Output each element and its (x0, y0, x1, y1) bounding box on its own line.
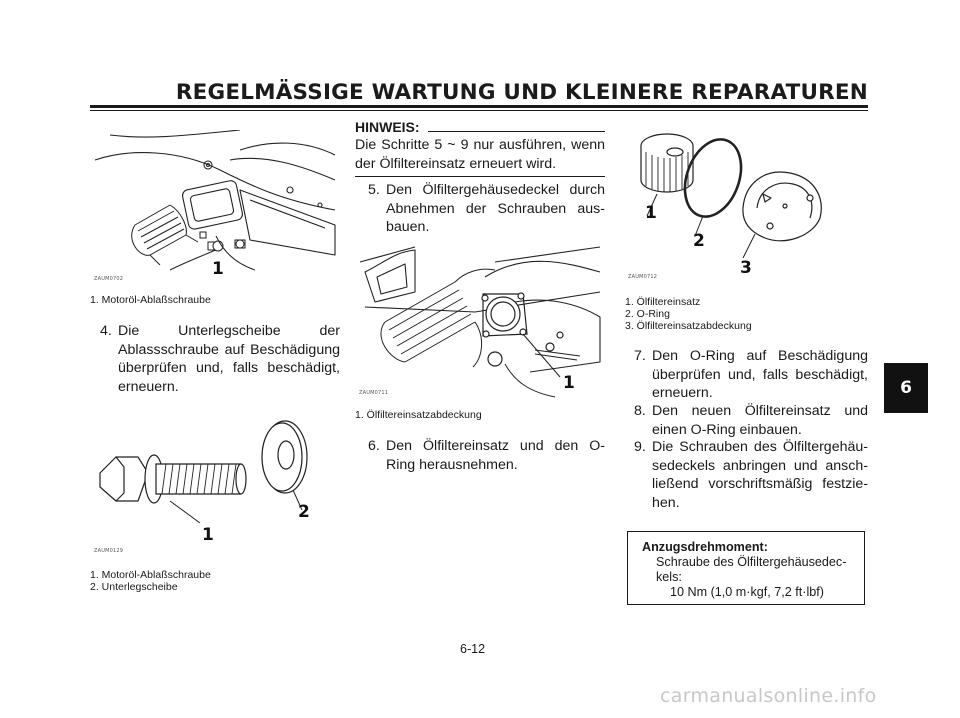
figure-drain-bolt-washer: ZAUM0129 1 2 (90, 405, 340, 555)
step-number: 6. (368, 438, 380, 454)
step-text: Den Ölfiltereinsatz und den O-Ring herau… (386, 438, 605, 473)
watermark-text: carmanualsonline.info (660, 685, 877, 707)
step-number: 7. (634, 348, 646, 364)
caption-drain-bolt-2: 1. Motoröl-Ablaßschraube (90, 569, 211, 581)
step-number: 5. (368, 182, 380, 198)
step-text: Den O-Ring auf Beschädigung überprüfen u… (652, 348, 868, 401)
step-text: Die Schrauben des Ölfiltergehäu­sedeckel… (652, 439, 868, 511)
caption-filter-element: 1. Ölfiltereinsatz (625, 296, 701, 308)
step-6: 6. Den Ölfiltereinsatz und den O-Ring he… (368, 437, 605, 474)
callout-3: 3 (740, 258, 752, 278)
step-number: 9. (634, 439, 646, 455)
step-text: Die Unterlegscheibe der Ablassschraube a… (118, 323, 340, 395)
callout-1: 1 (212, 259, 224, 279)
note-text: Die Schritte 5 ~ 9 nur ausführen, wenn d… (355, 137, 605, 172)
figure-drain-bolt-location: ZAUM0702 1 (90, 130, 340, 285)
figure-code: ZAUM0702 (94, 276, 124, 282)
caption-drain-bolt: 1. Motoröl-Ablaßschraube (90, 294, 211, 306)
bolt-and-washer-illustration (99, 420, 308, 524)
engine-drain-bolt-illustration (94, 130, 336, 271)
caption-washer: 2. Unterlegscheibe (90, 581, 178, 593)
page-number: 6-12 (460, 642, 486, 656)
figure-code: ZAUM0712 (628, 274, 658, 280)
callout-1: 1 (563, 373, 575, 393)
note-end-rule (355, 176, 605, 177)
torque-value: 10 Nm (1,0 m·kgf, 7,2 ft·lbf) (670, 585, 824, 599)
filter-oring-cover-illustration (640, 133, 822, 259)
step-5: 5. Den Ölfiltergehäusedeckel durch Abneh… (368, 181, 605, 237)
callout-2: 2 (298, 502, 310, 522)
header-rule-thick (90, 105, 868, 108)
caption-o-ring: 2. O-Ring (625, 308, 670, 320)
torque-spec-box: Anzugsdrehmoment: Schraube des Ölfilterg… (627, 531, 865, 605)
figure-code: ZAUM0129 (94, 548, 124, 554)
step-7: 7. Den O-Ring auf Beschädigung überprüfe… (634, 347, 868, 403)
header-rule-thin (90, 110, 868, 111)
step-4: 4. Die Unterlegscheibe der Ablassschraub… (100, 322, 340, 396)
figure-code: ZAUM0711 (359, 390, 389, 396)
step-text: Den neuen Ölfiltereinsatz und einen O-Ri… (652, 403, 868, 438)
step-text: Den Ölfiltergehäusedeckel durch Abnehmen… (386, 182, 605, 235)
caption-filter-cover: 1. Ölfiltereinsatzabdeckung (355, 409, 482, 421)
callout-2: 2 (693, 231, 705, 251)
chapter-tab[interactable]: 6 (884, 363, 928, 413)
figure-filter-cover-location: ZAUM0711 1 (355, 242, 605, 402)
page-header-title: REGELMÄSSIGE WARTUNG UND KLEINERE REPARA… (175, 80, 868, 105)
note-title-rule (428, 131, 605, 132)
step-8: 8. Den neuen Ölfiltereinsatz und einen O… (634, 402, 868, 439)
torque-title: Anzugsdrehmoment: (642, 540, 768, 554)
step-number: 4. (100, 323, 112, 339)
step-number: 8. (634, 403, 646, 419)
callout-1: 1 (202, 525, 214, 545)
callout-1: 1 (645, 203, 657, 223)
torque-item: Schraube des Ölfiltergehäusedec­kels: (656, 555, 847, 584)
filter-cover-engine-illustration (359, 246, 601, 398)
step-9: 9. Die Schrauben des Ölfiltergehäu­sedec… (634, 438, 868, 512)
note-title: HINWEIS: (355, 119, 420, 135)
figure-filter-parts: ZAUM0712 1 2 3 (625, 128, 870, 288)
caption-filter-cover-2: 3. Ölfiltereinsatzabdeckung (625, 320, 752, 332)
